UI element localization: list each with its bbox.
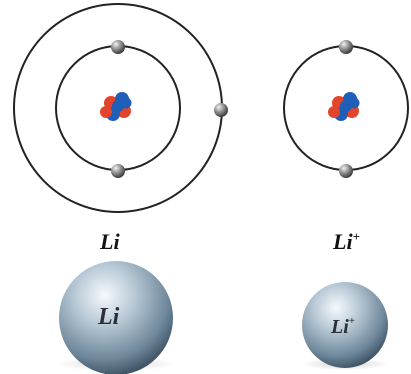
electron — [111, 40, 125, 54]
li-atom-sphere-label: Li — [98, 305, 119, 329]
li-atom-label: Li — [100, 230, 120, 253]
li-ion-label: Li+ — [333, 230, 360, 253]
li-ion-sphere-label: Li+ — [331, 316, 355, 337]
li-ion-model — [284, 40, 408, 178]
li-atom-model — [14, 4, 228, 212]
electron — [214, 103, 228, 117]
electron — [111, 164, 125, 178]
nucleus — [100, 92, 132, 121]
nucleus — [328, 92, 360, 121]
electron — [339, 164, 353, 178]
electron — [339, 40, 353, 54]
